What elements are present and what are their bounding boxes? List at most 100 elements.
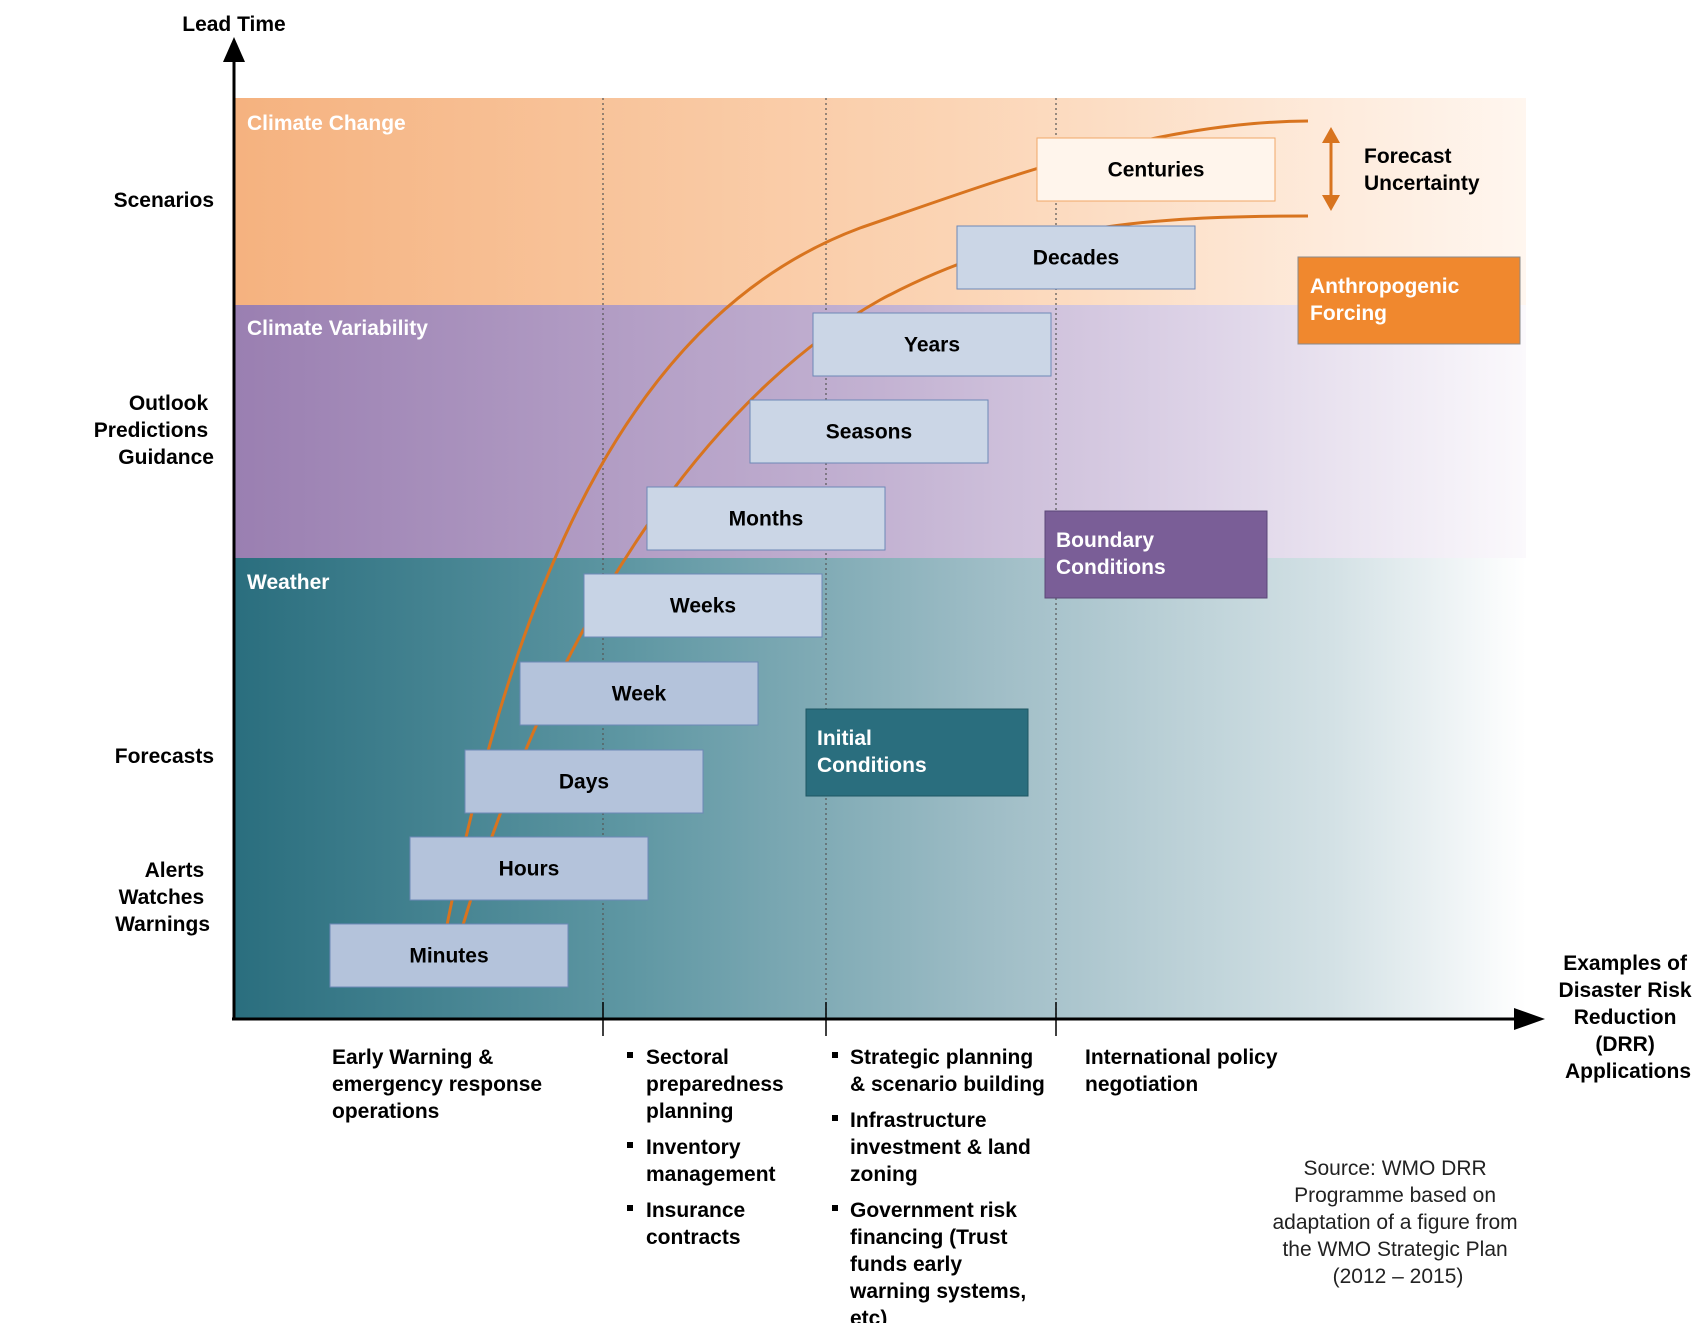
app-col3-b1-line-1: Strategic planning [850,1046,1033,1069]
app-col3-b2-line-2: investment & land [850,1136,1031,1159]
timescale-box-rect [464,749,704,814]
svg-text:Insurance contracts: Insurance contracts [646,1199,751,1249]
category-scenarios: Scenarios [114,189,214,212]
x-axis-title-line-3: Reduction [1574,1006,1677,1029]
bullet-marker [627,1205,633,1211]
uncertainty-line-2: Uncertainty [1364,172,1480,195]
timescale-box-rect [519,661,759,726]
svg-text:Examples of Disaster Ris: Examples of Disaster Risk Reduction (DRR… [1559,952,1698,1083]
band-label-climate-change: Climate Change [247,112,406,135]
svg-text:Sectoral preparedness: Sectoral preparedness planning [646,1046,790,1123]
app-col2-b1-line-2: preparedness [646,1073,784,1096]
category-outlook-line-3: Guidance [118,446,214,469]
band-label-climate-variability: Climate Variability [247,317,428,340]
timescale-box-months: Months [646,486,886,551]
timescale-box-centuries: Centuries [1036,137,1276,202]
timescale-box-days: Days [464,749,704,814]
bullet-marker [832,1052,838,1058]
forecast-uncertainty: Forecast Uncertainty [1322,127,1480,211]
app-col1-line-1: Early Warning & [332,1046,493,1069]
driver-boxes: Anthropogenic Forcing Boundary Condition… [805,256,1521,797]
axes: Lead Time Examples of Disaster Risk Redu… [182,13,1698,1083]
svg-text:International policy neg: International policy negotiation [1085,1046,1283,1096]
app-col3-b3-line-2: financing (Trust [850,1226,1008,1249]
timescale-label: Seasons [826,421,912,444]
timescale-label: Decades [1033,247,1119,270]
timescale-box-rect [583,573,823,638]
svg-text:Early Warning & emergenc: Early Warning & emergency response opera… [332,1046,548,1123]
svg-text:Government risk financ: Government risk financing (Trust funds e… [849,1199,1032,1323]
app-col2-b1-line-3: planning [646,1100,734,1123]
app-col2-b1-line-1: Sectoral [646,1046,729,1069]
timescale-box-week: Week [519,661,759,726]
app-col1-line-3: operations [332,1100,439,1123]
x-axis-title-line-5: Applications [1565,1060,1691,1083]
source-line-2: Programme based on [1294,1184,1496,1207]
lead-time-categories: Scenarios Outlook Predictions Guidance F… [94,189,214,936]
boundary-line-2: Conditions [1056,556,1166,579]
bullet-marker [627,1142,633,1148]
svg-text:Outlook Predictions: Outlook Predictions Guidance [94,392,214,469]
app-col1-line-2: emergency response [332,1073,542,1096]
source-line-5: (2012 – 2015) [1333,1265,1464,1288]
timescale-box-weeks: Weeks [583,573,823,638]
svg-text:Inventory management: Inventory management [646,1136,776,1186]
category-forecasts: Forecasts [115,745,214,768]
timescale-box-decades: Decades [956,225,1196,290]
timescale-label: Years [904,334,960,357]
app-col3: Strategic planning & scenario building I… [832,1046,1045,1323]
app-col2-b3-line-1: Insurance [646,1199,745,1222]
timescale-box-minutes: Minutes [329,923,569,988]
svg-text:Boundary Conditions: Boundary Conditions [1056,529,1166,579]
x-axis-arrowhead [1514,1008,1545,1030]
source-line-3: adaptation of a figure from [1273,1211,1518,1234]
bullet-marker [832,1115,838,1121]
timescale-label: Months [729,508,804,531]
timescale-box-rect [749,399,989,464]
timescale-label: Days [559,771,609,794]
anthropogenic-line-1: Anthropogenic [1310,275,1460,298]
x-axis-title-line-2: Disaster Risk [1559,979,1692,1002]
y-axis-arrowhead [223,37,245,62]
x-axis-title-line-4: (DRR) [1595,1033,1654,1056]
initial-conditions-box: Initial Conditions [805,708,1029,797]
boundary-line-1: Boundary [1056,529,1154,552]
app-col2: Sectoral preparedness planning Inventory… [627,1046,790,1249]
anthropogenic-line-2: Forcing [1310,302,1387,325]
timescale-label: Week [612,683,667,706]
svg-text:Initial Conditions: Initial Conditions [817,727,927,777]
svg-text:Anthropogenic Forcing: Anthropogenic Forcing [1310,275,1465,325]
timescale-box-hours: Hours [409,836,649,901]
timescale-box-rect [409,836,649,901]
anthropogenic-forcing-box: Anthropogenic Forcing [1297,256,1521,345]
svg-text:Forecast Uncertainty: Forecast Uncertainty [1364,145,1480,195]
y-axis-title: Lead Time [182,13,285,36]
timescale-label: Weeks [670,595,736,618]
app-col3-b3-line-4: warning systems, [849,1280,1026,1303]
drr-applications: Early Warning & emergency response opera… [332,1046,1283,1323]
timescale-box-rect [646,486,886,551]
svg-text:Source: WMO DRR Programme: Source: WMO DRR Programme based on adapt… [1273,1157,1524,1288]
category-outlook-line-1: Outlook [129,392,209,415]
timescale-label: Hours [499,858,560,881]
bullet-marker [627,1052,633,1058]
app-col3-b3-line-5: etc) [850,1307,887,1323]
timescale-label: Minutes [409,945,488,968]
app-col4-line-2: negotiation [1085,1073,1198,1096]
initial-line-2: Conditions [817,754,927,777]
app-col3-b2-line-3: zoning [850,1163,918,1186]
app-col2-b2-line-1: Inventory [646,1136,741,1159]
uncertainty-arrowhead-down [1322,195,1340,211]
source-line-1: Source: WMO DRR [1303,1157,1486,1180]
svg-text:Strategic planning & s: Strategic planning & scenario building [850,1046,1045,1096]
x-axis-title-line-1: Examples of [1563,952,1688,975]
app-col3-b2-line-1: Infrastructure [850,1109,987,1132]
source-line-4: the WMO Strategic Plan [1282,1238,1507,1261]
category-alerts-line-1: Alerts [145,859,205,882]
uncertainty-line-1: Forecast [1364,145,1452,168]
timescale-box-rect [956,225,1196,290]
initial-line-1: Initial [817,727,872,750]
app-col3-b3-line-1: Government risk [850,1199,1017,1222]
timescale-label: Centuries [1108,159,1205,182]
